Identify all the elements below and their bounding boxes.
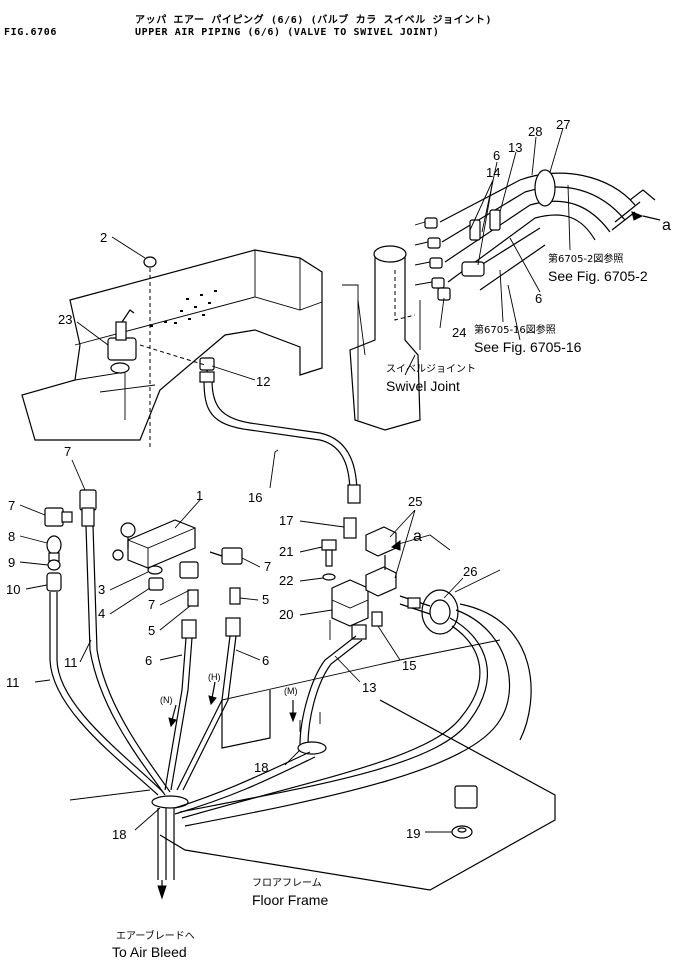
valve-23	[107, 309, 137, 374]
ref-6705-16-jp: 第6705-16図参照	[474, 323, 556, 336]
callout-12: 12	[256, 374, 270, 389]
title-en: UPPER AIR PIPING (6/6) (VALVE TO SWIVEL …	[135, 27, 440, 38]
callout-20: 20	[279, 607, 293, 622]
hoses-11	[49, 525, 171, 796]
fig-number: FIG.6706	[4, 27, 57, 38]
callout-7-c: 7	[148, 597, 155, 612]
parts-3-4	[147, 565, 164, 591]
label-m: (M)	[284, 686, 298, 696]
floor-frame	[69, 639, 556, 891]
callout-18-b: 18	[112, 827, 126, 842]
callout-6-d: 6	[535, 291, 542, 306]
fitting-7c	[209, 547, 243, 565]
callout-4: 4	[98, 606, 105, 621]
fitting-7a	[79, 489, 97, 527]
swivel-joint-en: Swivel Joint	[386, 378, 460, 394]
callout-5-b: 5	[262, 592, 269, 607]
callout-18-a: 18	[254, 760, 268, 775]
callout-6-c: 6	[493, 148, 500, 163]
air-bleed-en: To Air Bleed	[112, 944, 187, 960]
callout-19: 19	[406, 826, 420, 841]
callouts: 2 23 12 16 1 7 7 8 9 10 3 4 7 7 5 5 6 6 …	[6, 117, 671, 842]
callout-8: 8	[8, 529, 15, 544]
callout-10: 10	[6, 582, 20, 597]
ref-6705-16-en: See Fig. 6705-16	[474, 339, 582, 355]
swivel-joint-jp: スイベルジョイント	[386, 363, 476, 375]
hoses-26	[179, 569, 532, 827]
callout-17: 17	[279, 513, 293, 528]
callout-13-a: 13	[362, 680, 376, 695]
callout-11-b: 11	[6, 675, 20, 690]
label-h: (H)	[208, 672, 221, 682]
hose-bundle-27-28	[439, 169, 661, 291]
callout-16: 16	[248, 490, 262, 505]
callout-28: 28	[528, 124, 542, 139]
bracket-20	[329, 579, 369, 640]
callout-5-a: 5	[148, 623, 155, 638]
callout-23: 23	[58, 312, 72, 327]
floor-frame-en: Floor Frame	[252, 892, 328, 908]
callout-6-b: 6	[262, 653, 269, 668]
callout-7-b: 7	[8, 498, 15, 513]
bundle-18	[151, 795, 189, 900]
callout-26: 26	[463, 564, 477, 579]
bulkhead-26	[399, 589, 459, 635]
text-labels: (N) (H) (M) 第6705-2図参照 See Fig. 6705-2 第…	[112, 252, 648, 960]
ref-6705-2-jp: 第6705-2図参照	[548, 252, 623, 265]
upper-frame	[21, 249, 323, 441]
nipples-5	[187, 587, 241, 607]
parts-8-9-10	[46, 535, 62, 592]
callout-7-a: 7	[64, 444, 71, 459]
callout-a-mid: a	[413, 528, 422, 545]
callout-24: 24	[452, 325, 466, 340]
part-19	[451, 785, 478, 839]
fitting-7d	[179, 561, 199, 579]
title-jp: アッパ エアー パイピング (6/6) (バルブ カラ スイベル ジョイント)	[135, 15, 493, 26]
callout-22: 22	[279, 573, 293, 588]
hoses-6	[164, 617, 241, 791]
callout-21: 21	[279, 544, 293, 559]
callout-11-a: 11	[64, 655, 78, 670]
arrows-nh	[168, 681, 297, 728]
ref-6705-2-en: See Fig. 6705-2	[548, 268, 648, 284]
lines-13	[174, 635, 363, 815]
parts-17-21-22	[321, 517, 357, 581]
callout-2: 2	[100, 230, 107, 245]
hose-16	[199, 371, 361, 504]
callout-3: 3	[98, 582, 105, 597]
fitting-15	[351, 611, 383, 640]
label-n: (N)	[160, 695, 173, 705]
callout-a-top: a	[662, 217, 671, 234]
callout-6-a: 6	[145, 653, 152, 668]
callout-14: 14	[486, 165, 500, 180]
leader-lines	[19, 127, 571, 833]
floor-frame-jp: フロアフレーム	[252, 877, 322, 889]
valve-1	[112, 519, 196, 569]
valves-25	[365, 526, 397, 597]
swivel-joint	[342, 245, 421, 431]
callout-25: 25	[408, 494, 422, 509]
fitting-7b	[44, 507, 73, 527]
callout-1: 1	[196, 488, 203, 503]
callout-9: 9	[8, 555, 15, 570]
callout-7-d: 7	[264, 559, 271, 574]
bolt-2	[143, 256, 157, 450]
callout-13-b: 13	[508, 140, 522, 155]
callout-27: 27	[556, 117, 570, 132]
fittings-14	[414, 217, 451, 301]
callout-15: 15	[402, 658, 416, 673]
ref-arrow-a	[390, 534, 451, 551]
air-bleed-jp: エアーブレードへ	[116, 929, 195, 942]
